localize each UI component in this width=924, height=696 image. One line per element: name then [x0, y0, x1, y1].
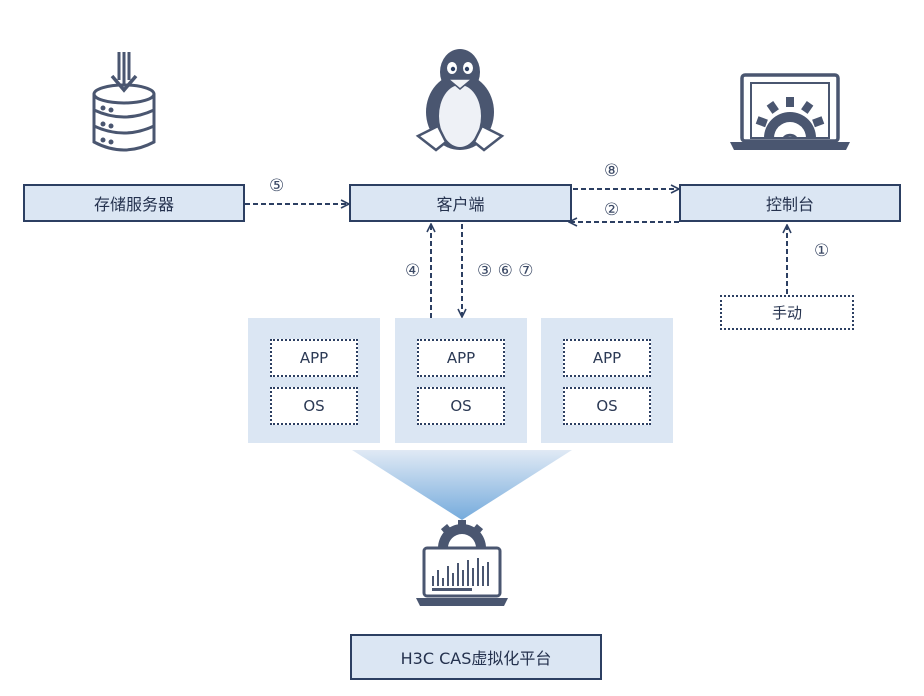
- vm-card: APP OS: [395, 318, 527, 443]
- app-label: APP: [446, 349, 476, 367]
- step-5-label: ⑤: [269, 176, 285, 196]
- step-1-label: ①: [814, 241, 830, 261]
- app-box: APP: [417, 339, 505, 377]
- laptop-monitor-icon: [416, 520, 508, 606]
- database-download-icon: [92, 52, 156, 152]
- vm-card: APP OS: [541, 318, 673, 443]
- client-label: 客户端: [436, 195, 485, 214]
- step-8-label: ⑧: [604, 161, 620, 181]
- app-label: APP: [299, 349, 329, 367]
- step-4-label: ④: [405, 261, 421, 281]
- step-2-label: ②: [604, 200, 620, 220]
- manual-box: 手动: [720, 295, 854, 330]
- console-box: 控制台: [679, 184, 901, 222]
- linux-penguin-icon: [415, 49, 505, 152]
- vm-card: APP OS: [248, 318, 380, 443]
- os-box: OS: [563, 387, 651, 425]
- platform-box: H3C CAS虚拟化平台: [350, 634, 602, 680]
- os-label: OS: [450, 397, 472, 415]
- app-label: APP: [592, 349, 622, 367]
- laptop-gear-icon: [730, 73, 850, 150]
- app-box: APP: [270, 339, 358, 377]
- storage-server-label: 存储服务器: [93, 195, 174, 214]
- app-box: APP: [563, 339, 651, 377]
- console-label: 控制台: [765, 195, 814, 214]
- os-label: OS: [596, 397, 618, 415]
- client-box: 客户端: [349, 184, 572, 222]
- manual-label: 手动: [771, 304, 802, 322]
- storage-server-box: 存储服务器: [23, 184, 245, 222]
- step-3-6-7-label: ③ ⑥ ⑦: [477, 261, 534, 281]
- os-box: OS: [417, 387, 505, 425]
- platform-label: H3C CAS虚拟化平台: [400, 649, 552, 668]
- os-box: OS: [270, 387, 358, 425]
- os-label: OS: [303, 397, 325, 415]
- platform-beam: [352, 450, 572, 520]
